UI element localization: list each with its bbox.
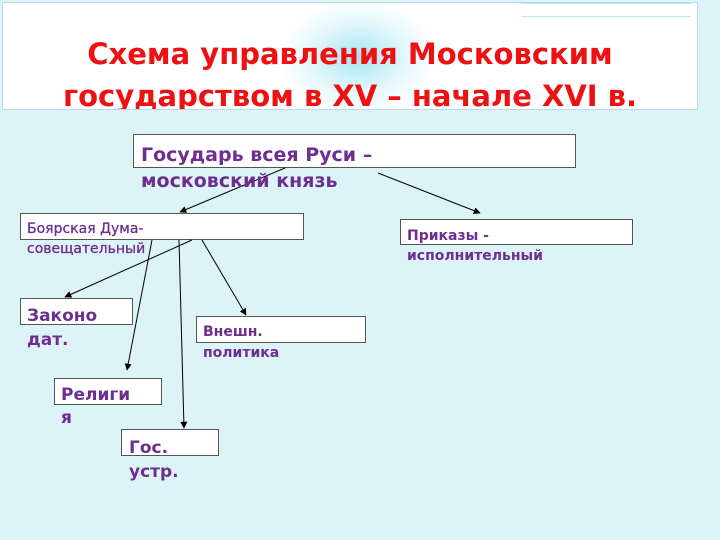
label-boyar-duma: Боярская Дума- совещательный [27,219,145,259]
state-structure-line1: Гос. [129,438,169,458]
religion-line1: Религи [61,385,131,405]
arrow-sovereign-to-prikazy [377,172,481,214]
box-foreign-policy [196,316,366,343]
arrow-sovereign-to-duma [179,167,286,213]
label-religion: Религи я [61,384,130,430]
boyar-duma-line1: Боярская Дума- [27,221,144,237]
title-panel: Схема управления Московским государством… [2,2,698,110]
arrow-duma-to-legislation [64,239,193,298]
decorative-lines [521,3,691,17]
state-structure-line2: устр. [129,462,179,482]
title-glow-decoration [283,3,433,109]
arrow-duma-to-foreign-policy [201,239,247,316]
box-prikazy [400,219,633,245]
box-sovereign [133,134,576,168]
arrow-duma-to-religion [124,239,153,371]
boyar-duma-line2: совещательный [27,241,146,257]
label-foreign-policy: Внешн. политика [203,322,279,364]
foreign-policy-line2: политика [203,345,280,361]
box-boyar-duma [20,213,304,240]
prikazy-line1: Приказы - [407,228,489,244]
foreign-policy-line1: Внешн. [203,324,263,340]
legislation-line2: дат. [27,330,69,350]
sovereign-line2: московский князь [141,170,338,192]
slide-title-line2: государством в XV – начале XVI в. [62,79,638,110]
prikazy-line2: исполнительный [407,248,543,264]
box-legislation [20,298,133,325]
box-state-structure [121,429,219,456]
box-religion [54,378,162,405]
label-prikazy: Приказы - исполнительный [407,226,543,266]
slide-title-line1: Схема управления Московским [87,37,613,71]
arrow-duma-to-state-structure [178,239,188,429]
legislation-line1: Законо [27,306,98,326]
slide-title: Схема управления Московским государством… [3,33,697,110]
sovereign-line1: Государь всея Руси – [141,144,373,166]
religion-line2: я [61,408,72,428]
label-legislation: Законо дат. [27,304,97,352]
label-sovereign: Государь всея Руси – московский князь [141,142,372,194]
label-state-structure: Гос. устр. [129,436,179,484]
